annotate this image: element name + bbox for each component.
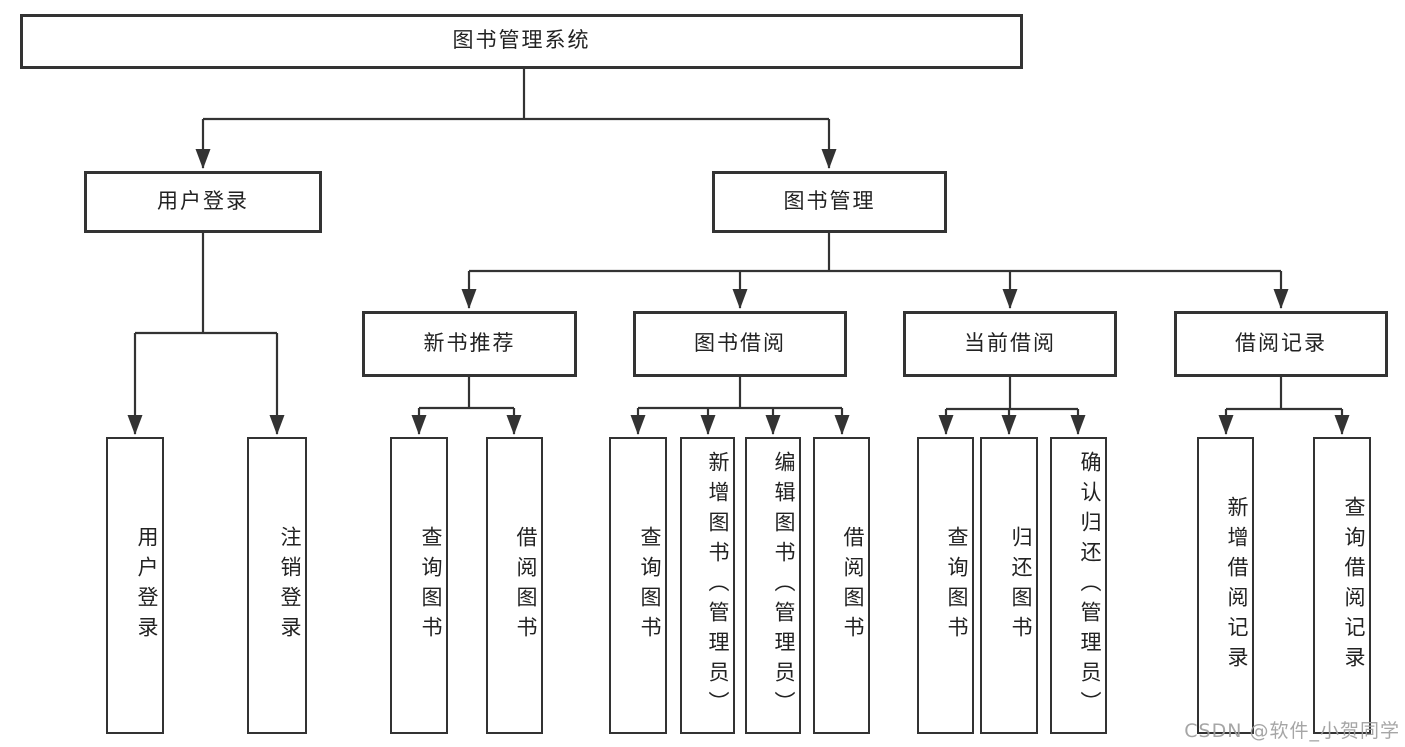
leaf-user-login: 用户登录	[106, 437, 164, 734]
leaf-add-borrow-record: 新增借阅记录	[1197, 437, 1254, 734]
node-borrow-records: 借阅记录	[1174, 311, 1388, 377]
leaf-query-books-current: 查询图书	[917, 437, 974, 734]
leaf-query-books-borrow: 查询图书	[609, 437, 667, 734]
leaf-logout: 注销登录	[247, 437, 307, 734]
node-book-borrow: 图书借阅	[633, 311, 847, 377]
leaf-borrow-books-recommend: 借阅图书	[486, 437, 543, 734]
leaf-borrow-books-borrow: 借阅图书	[813, 437, 870, 734]
csdn-watermark: CSDN @软件_小贺同学	[1184, 720, 1400, 742]
node-current-borrow: 当前借阅	[903, 311, 1117, 377]
leaf-edit-book-admin: 编辑图书（管理员）	[745, 437, 801, 734]
node-new-book-recommend: 新书推荐	[362, 311, 577, 377]
node-user-login: 用户登录	[84, 171, 322, 233]
node-book-management: 图书管理	[712, 171, 947, 233]
node-root-library-management-system: 图书管理系统	[20, 14, 1023, 69]
leaf-add-book-admin: 新增图书（管理员）	[680, 437, 735, 734]
leaf-query-borrow-record: 查询借阅记录	[1313, 437, 1371, 734]
leaf-return-book: 归还图书	[980, 437, 1038, 734]
leaf-query-books-recommend: 查询图书	[390, 437, 448, 734]
leaf-confirm-return-admin: 确认归还（管理员）	[1050, 437, 1107, 734]
